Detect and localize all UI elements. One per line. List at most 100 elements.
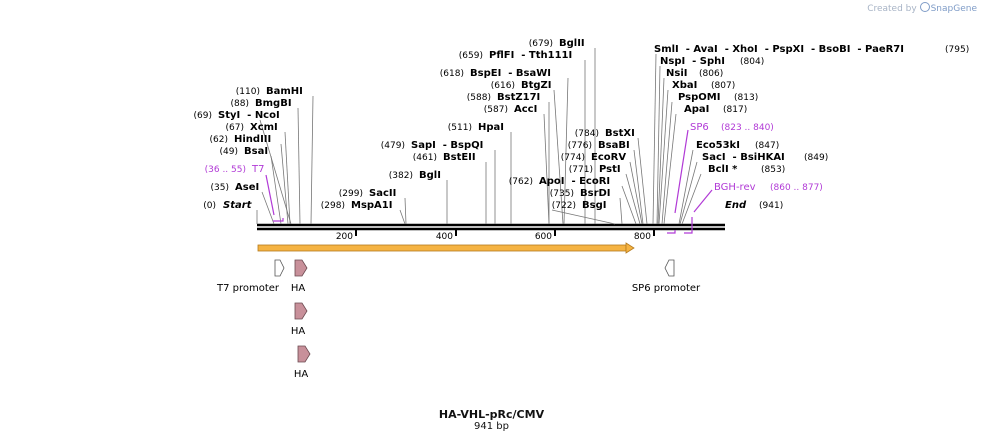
enzyme-name: NsiI xyxy=(666,68,687,79)
enzyme-name: AccI xyxy=(514,104,537,115)
enzyme-name: PspOMI xyxy=(678,92,720,103)
enzyme-position: (511) xyxy=(448,123,472,133)
plasmid-size: 941 bp xyxy=(474,421,509,432)
enzyme-position: (784) xyxy=(575,129,599,139)
t7-promoter-arrow xyxy=(274,259,285,277)
enzyme-name: BsrDI xyxy=(580,188,611,199)
primer-position: (823 .. 840) xyxy=(721,123,774,133)
ha-tag-arrow xyxy=(294,259,308,277)
ha-tag-arrow xyxy=(297,345,311,363)
enzyme-position: (299) xyxy=(339,189,363,199)
enzyme-name: BsaBI xyxy=(598,140,630,151)
enzyme-name: ApoI - EcoRI xyxy=(539,176,610,187)
feature-label: HA xyxy=(291,283,306,294)
enzyme-position: (659) xyxy=(459,51,483,61)
enzyme-position: (735) xyxy=(550,189,574,199)
enzyme-name: PstI xyxy=(599,164,621,175)
enzyme-labels: (35) AseI (49) BsaI (62) HindIII (67) Xc… xyxy=(194,38,970,211)
enzyme-name: AseI xyxy=(235,182,259,193)
tick-label: 400 xyxy=(436,232,453,242)
enzyme-name: HpaI xyxy=(478,122,504,133)
enzyme-position: (722) xyxy=(552,201,576,211)
enzyme-name: BsgI xyxy=(582,200,606,211)
enzyme-name: BclI * xyxy=(708,164,738,175)
enzyme-position: (806) xyxy=(699,69,723,79)
enzyme-position: (88) xyxy=(231,99,249,109)
sp6-primer-mark xyxy=(667,230,676,234)
enzyme-position: (817) xyxy=(723,105,747,115)
enzyme-position: (847) xyxy=(755,141,779,151)
enzyme-name: BstXI xyxy=(605,128,635,139)
enzyme-name: BamHI xyxy=(266,86,303,97)
dna-backbone xyxy=(257,223,725,231)
enzyme-name: PflFI - Tth111I xyxy=(489,50,572,61)
enzyme-name: NspI - SphI xyxy=(660,56,725,67)
primers xyxy=(265,129,713,234)
enzyme-position: (774) xyxy=(561,153,585,163)
enzyme-name: Eco53kI xyxy=(696,140,740,151)
enzyme-name: ApaI xyxy=(684,104,709,115)
enzyme-position: (110) xyxy=(236,87,260,97)
ha-tag-arrow xyxy=(294,302,308,320)
enzyme-position: (298) xyxy=(321,201,345,211)
enzyme-name: BspEI - BsaWI xyxy=(470,68,551,79)
enzyme-name: BstZ17I xyxy=(497,92,540,103)
enzyme-name: XbaI xyxy=(672,80,697,91)
enzyme-position: (849) xyxy=(804,153,828,163)
enzyme-position: (616) xyxy=(491,81,515,91)
start-label: Start xyxy=(223,200,253,211)
start-position: (0) xyxy=(203,201,216,211)
enzyme-position: (813) xyxy=(734,93,758,103)
scale-ticks: 200 400 600 800 xyxy=(336,229,655,242)
orf-arrow xyxy=(257,242,635,254)
enzyme-position: (62) xyxy=(210,135,228,145)
cut-site-lines xyxy=(256,48,702,225)
primer-labels: (36 .. 55) T7 SP6 (823 .. 840) BGH-rev (… xyxy=(205,122,823,193)
enzyme-position: (587) xyxy=(484,105,508,115)
enzyme-position: (461) xyxy=(413,153,437,163)
enzyme-position: (588) xyxy=(467,93,491,103)
enzyme-name: SapI - BspQI xyxy=(411,140,483,151)
enzyme-position: (382) xyxy=(389,171,413,181)
enzyme-position: (35) xyxy=(211,183,229,193)
enzyme-position: (771) xyxy=(569,165,593,175)
bgh-rev-primer-mark xyxy=(684,217,693,234)
enzyme-position: (804) xyxy=(740,57,764,67)
enzyme-name: BstEII xyxy=(443,152,476,163)
primer-position: (860 .. 877) xyxy=(770,183,823,193)
enzyme-name: BglI xyxy=(419,170,441,181)
t7-primer-leader xyxy=(265,174,275,216)
enzyme-position: (479) xyxy=(381,141,405,151)
primer-name: SP6 xyxy=(690,122,709,133)
watermark-prefix: Created by xyxy=(867,4,917,14)
sp6-primer-leader xyxy=(674,129,689,214)
sp6-promoter-arrow xyxy=(664,259,675,277)
enzyme-name: HindIII xyxy=(234,134,271,145)
features: T7 promoter HA HA HA SP6 promoter xyxy=(216,259,701,380)
enzyme-position: (795) xyxy=(945,45,969,55)
enzyme-name: BsaI xyxy=(244,146,268,157)
enzyme-position: (49) xyxy=(220,147,238,157)
enzyme-name: SacII xyxy=(369,188,396,199)
enzyme-position: (679) xyxy=(529,39,553,49)
end-label: End xyxy=(725,200,747,211)
enzyme-name: EcoRV xyxy=(591,152,626,163)
primer-name: T7 xyxy=(251,164,264,175)
enzyme-position: (762) xyxy=(509,177,533,187)
t7-primer-mark xyxy=(273,218,284,222)
enzyme-name: StyI - NcoI xyxy=(218,110,280,121)
tick-label: 600 xyxy=(535,232,552,242)
enzyme-name: SacI - BsiHKAI xyxy=(702,152,785,163)
primer-name: BGH-rev xyxy=(714,182,756,193)
feature-label: SP6 promoter xyxy=(632,283,701,294)
plasmid-name: HA-VHL-pRc/CMV xyxy=(438,408,545,421)
tick-label: 800 xyxy=(634,232,651,242)
enzyme-position: (776) xyxy=(568,141,592,151)
enzyme-position: (618) xyxy=(440,69,464,79)
end-position: (941) xyxy=(759,201,783,211)
bgh-rev-primer-leader xyxy=(693,189,713,213)
enzyme-name: SmlI - AvaI - XhoI - PspXI - BsoBI - Pae… xyxy=(654,44,904,55)
enzyme-name: XcmI xyxy=(250,122,278,133)
feature-label: T7 promoter xyxy=(216,283,280,294)
